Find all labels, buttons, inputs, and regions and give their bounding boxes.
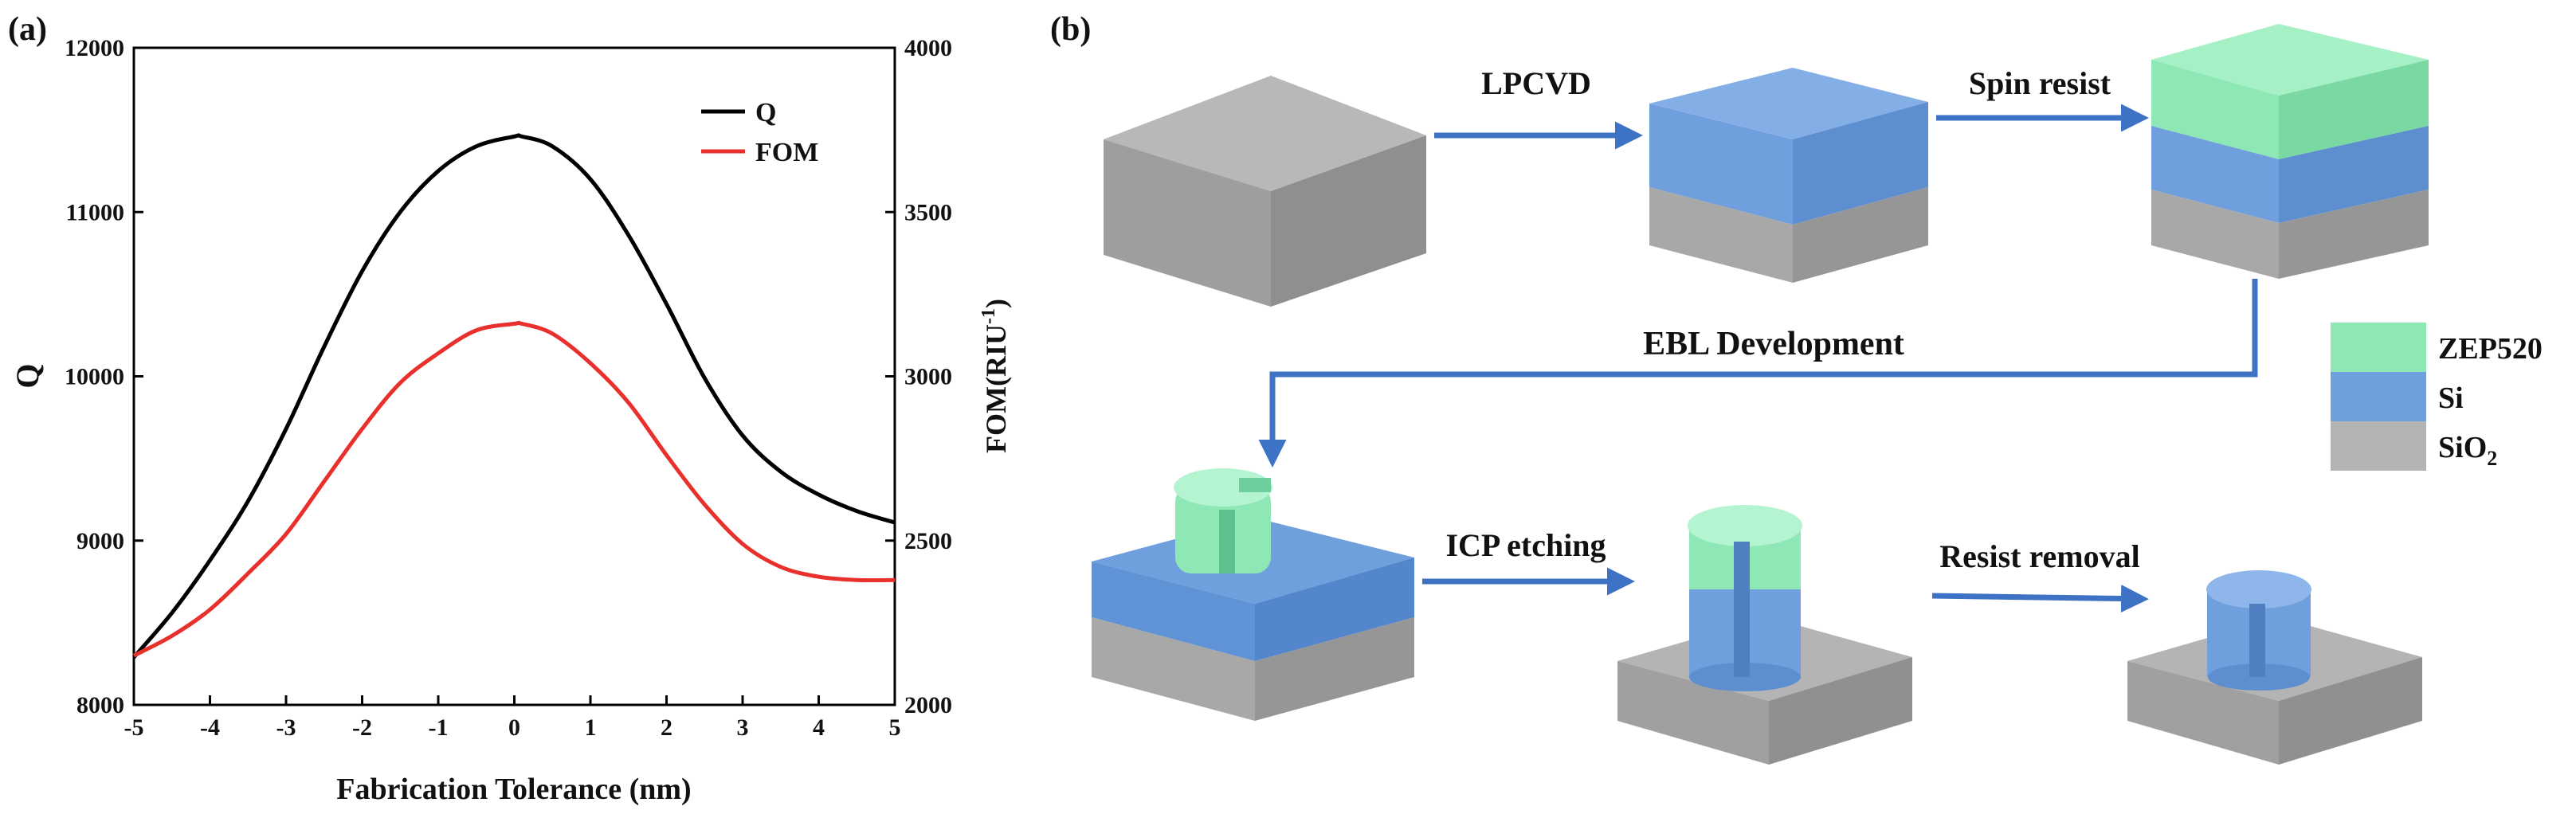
panel-b-label: (b) [1050, 11, 1091, 48]
icp-etched-block [1617, 505, 1912, 765]
si-on-sio2-block [1649, 68, 1928, 283]
y2-tick-label: 2000 [904, 692, 952, 718]
y-tick-label: 12000 [65, 35, 124, 61]
y2-tick-label: 4000 [904, 35, 952, 61]
x-tick-label: 0 [508, 714, 520, 741]
series-lines [132, 133, 896, 659]
y-tick-label: 9000 [76, 528, 124, 554]
x-tick-label: -2 [352, 714, 372, 741]
step-label-ebl: EBL Development [1643, 326, 1904, 362]
y2-tick-label: 3000 [904, 364, 952, 390]
series-line-fom [132, 320, 896, 658]
x-tick-label: 4 [813, 714, 825, 741]
x-tick-label: -4 [200, 714, 220, 741]
series-line-q [132, 133, 896, 659]
chart-legend: Q FOM [701, 98, 818, 167]
x-axis-title: Fabrication Tolerance (nm) [336, 773, 691, 806]
material-legend: ZEP520 Si SiO2 [2331, 323, 2543, 471]
y-axis-left: 8000 9000 10000 11000 12000 [65, 35, 143, 718]
x-tick-label: -3 [276, 714, 296, 741]
legend-label-zep520: ZEP520 [2438, 332, 2543, 366]
x-tick-label: -5 [124, 714, 144, 741]
y-tick-label: 8000 [76, 692, 124, 718]
final-device-block [2127, 570, 2422, 765]
y-tick-label: 11000 [66, 199, 124, 225]
process-arrows: LPCVD Spin resist EBL Development ICP et… [1258, 65, 2258, 613]
legend-swatch-sio2 [2331, 421, 2426, 471]
legend-label-si: Si [2438, 382, 2464, 415]
y2-tick-label: 3500 [904, 199, 952, 225]
y-axis-title: Q [10, 363, 45, 388]
step-label-icp: ICP etching [1445, 527, 1606, 563]
step-label-lpcvd: LPCVD [1481, 65, 1591, 101]
y2-tick-label: 2500 [904, 528, 952, 554]
substrate-block [1104, 76, 1426, 307]
ebl-patterned-block [1092, 468, 1414, 721]
x-tick-label: 5 [889, 714, 901, 741]
legend-label-sio2: SiO2 [2438, 431, 2497, 470]
x-axis: -5 -4 -3 -2 -1 0 1 2 3 4 5 [124, 695, 901, 741]
y2-axis-title: FOM(RIU-1) [978, 299, 1012, 453]
x-tick-label: 1 [585, 714, 597, 741]
legend-swatch-si [2331, 372, 2426, 421]
chart-a: -5 -4 -3 -2 -1 0 1 2 3 4 5 8000 9000 10000 11000 12000… [10, 35, 1012, 806]
legend-label-fom: FOM [755, 138, 818, 167]
legend-label-q: Q [755, 98, 776, 127]
y-tick-label: 10000 [65, 364, 124, 390]
x-tick-label: -1 [429, 714, 449, 741]
x-tick-label: 2 [661, 714, 672, 741]
resist-stack-block [2151, 24, 2429, 279]
legend-swatch-zep520 [2331, 323, 2426, 372]
y-axis-right: 2000 2500 3000 3500 4000 [885, 35, 952, 718]
step-label-resist-removal: Resist removal [1939, 538, 2139, 574]
panel-a-label: (a) [8, 11, 47, 48]
step-label-spin-resist: Spin resist [1969, 65, 2111, 101]
x-tick-label: 3 [737, 714, 749, 741]
